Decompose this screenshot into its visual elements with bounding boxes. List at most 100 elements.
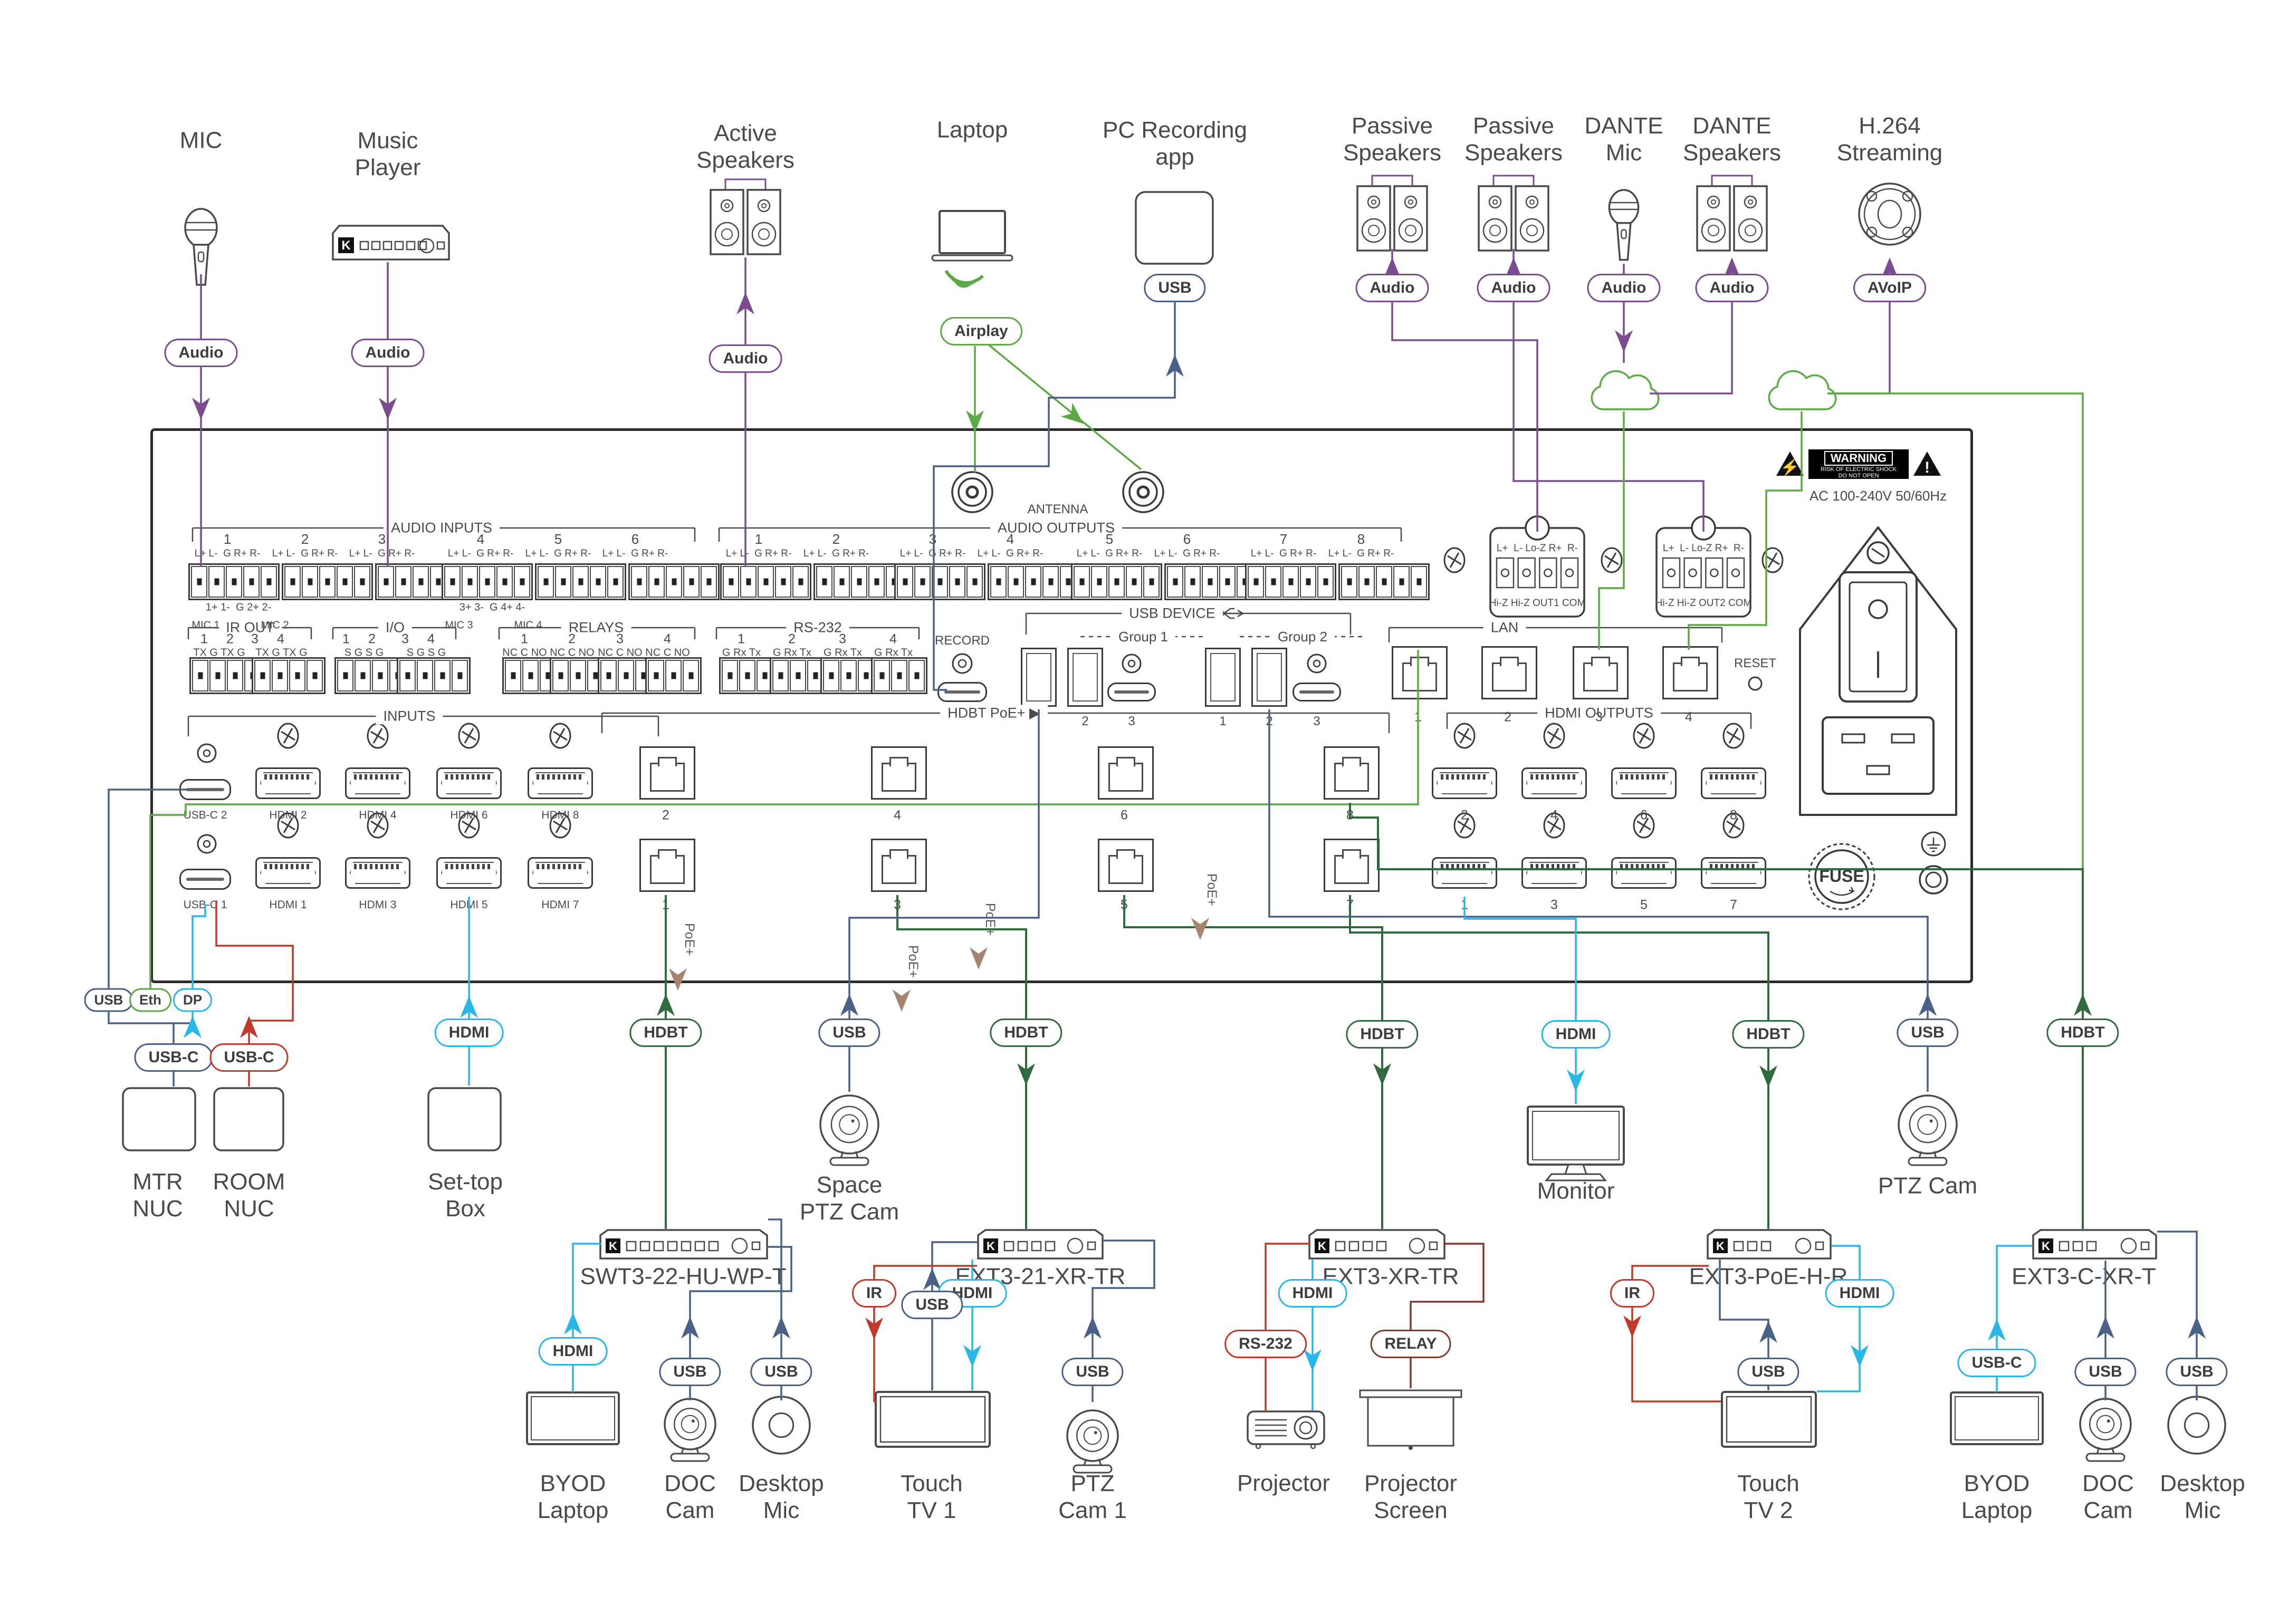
terminal-pin [1143,566,1160,598]
terminal-pin [399,660,416,691]
rect [1362,1241,1373,1252]
mic-label: MIC 4 [514,619,542,631]
terminal-pin [775,566,791,598]
audio-input-block-group [442,563,533,600]
circle [1482,218,1508,243]
rect [2140,1241,2150,1251]
vocmic-icon [184,208,218,286]
antenna-jack [965,485,979,499]
hdmi-output-number: 3 [1550,897,1558,912]
pill-hdbt: HDBT [1732,1020,1805,1049]
audio-output-number: 3 [928,531,937,547]
hdmi-output-number: 6 [1640,808,1648,823]
tv-icon [1721,1391,1817,1448]
circle [1748,199,1753,205]
io-block [334,657,408,694]
terminal-pin [840,660,857,691]
rs232-number: 1 [738,631,745,647]
laptop-icon [931,210,1013,262]
input-port-usb-c-2 [179,779,231,800]
terminal-pin [496,566,513,598]
ir-out-terms: TX G TX G [193,647,245,659]
device-label-bottom-7: Monitor [1537,1178,1615,1204]
terminal-pin [227,660,243,691]
ground-jack [1919,865,1948,895]
ir-out-number: 1 [200,631,208,647]
lan-port-number: 4 [1685,709,1692,725]
path [671,1400,679,1408]
device-label-bottom-3: SWT3-22-HU-WP-T [580,1263,787,1290]
path [681,1447,700,1454]
hdmi-output-port-3 [1521,857,1587,889]
rs232-number: 2 [788,631,796,647]
pill-usb: USB [2166,1358,2228,1386]
usb-a-port [1021,648,1057,707]
terminal-pin [1341,566,1357,598]
wifi-arc [955,281,971,288]
input-port-hdmi-1 [255,857,321,889]
screen-case [1359,1389,1462,1398]
antenna-label: ANTENNA [1027,502,1088,517]
rect [371,241,381,251]
audio-output-block-group [813,563,905,600]
usb-a-port [1251,648,1287,707]
hdbt-port-number: 2 [662,808,669,823]
relays-block [550,657,606,694]
speaker-out-tab [1691,515,1716,541]
device-label-top-3: Laptop [936,117,1008,143]
relays-terms: NC C NO [598,647,643,659]
ground-jack-inner [1925,871,1942,888]
reset-label: RESET [1734,656,1777,671]
poe-plus-label: PoE+ [1204,873,1219,906]
section-label-usb-device: USB DEVICE [1122,605,1223,622]
desktop-mic-center [768,1412,794,1438]
speaker-out-terms: L+ L- Lo-Z R+ R- [1496,542,1578,554]
audio-output-terms: L+ L- G R+ R- [1154,547,1220,559]
terminal-pin [319,566,336,598]
audio-input-number: 5 [554,531,562,547]
section-label-audio-inputs: AUDIO INPUTS [383,520,500,536]
circle [1745,225,1756,236]
pill-usb: USB [1737,1358,1799,1386]
kunit-icon: K [1308,1229,1445,1260]
terminal-pin [289,660,305,691]
hdbt-port-number: 3 [894,897,901,912]
terminal-pin [192,660,208,691]
rs232-block [871,657,927,694]
usb-port-number: 3 [1313,714,1320,729]
box-icon [122,1087,196,1151]
device-label-top-0: MIC [179,127,223,153]
pill-hdbt: HDBT [1346,1020,1419,1049]
rect [1348,1241,1360,1252]
hdbt-port-8 [1324,746,1380,800]
circle [2120,1237,2137,1254]
mic-label: MIC 3 [445,619,473,631]
pill-hdmi: HDMI [1541,1020,1611,1049]
terminal-pin [355,660,371,691]
usb-port-number: 2 [1266,714,1273,729]
audio-output-number: 1 [754,531,763,547]
terminal-pin [851,566,867,598]
circle [1405,225,1416,236]
circle [1902,226,1913,238]
hdbt-port-6 [1098,746,1154,800]
input-label-hdmi-6: HDMI 6 [450,809,488,821]
deskmic-icon [752,1396,811,1455]
ir-out-number: 3 [251,631,259,647]
audio-output-block [1071,563,1256,600]
terminal-pin [816,566,832,598]
device-box [427,1087,502,1151]
terminal-pin [434,660,451,691]
terminal-pin [307,660,323,691]
terminal-pin [874,660,890,691]
electric-shock-triangle-icon: ⚡ [1776,451,1804,477]
ac-inlet [1822,716,1935,795]
lan-port-1 [1392,646,1448,699]
usb-port-number: 2 [1081,714,1089,729]
speaker-bracket [1492,175,1535,186]
terminal-pin [990,566,1007,598]
section-label-hdbt-poe-: HDBT PoE+ ▶ [940,705,1048,722]
